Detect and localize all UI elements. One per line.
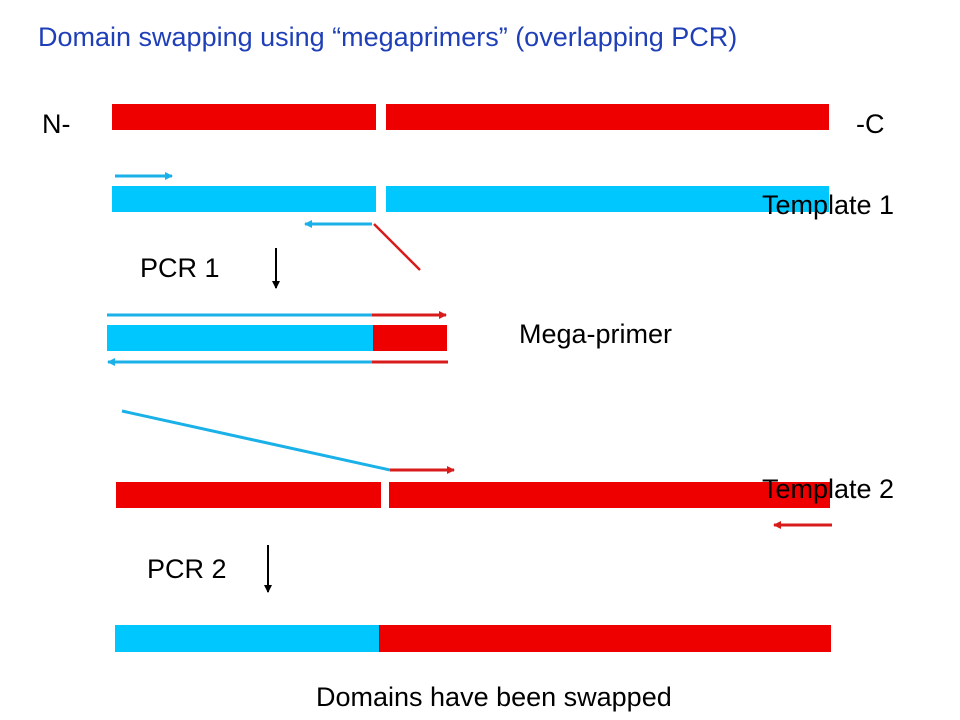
red-domain-right	[386, 104, 829, 130]
template2-domain-left	[116, 482, 381, 508]
n-terminus-label: N-	[42, 109, 71, 139]
pcr1-label: PCR 1	[140, 253, 220, 283]
result-label: Domains have been swapped	[316, 682, 672, 712]
megaprimer-label: Mega-primer	[519, 319, 673, 349]
red-template2-strand	[116, 482, 830, 508]
blue-template-strand	[112, 186, 829, 212]
reverse-chimeric-primer-tail	[373, 223, 421, 271]
pcr2-label: PCR 2	[147, 554, 227, 584]
red-domain-left	[112, 104, 376, 130]
red-template-strand	[112, 104, 829, 130]
c-terminus-label: -C	[856, 109, 885, 139]
template1-label: Template 1	[762, 190, 895, 220]
swapped-red-domain	[379, 625, 831, 652]
blue-domain-right	[386, 186, 829, 212]
template2-label: Template 2	[762, 474, 895, 504]
slide-title: Domain swapping using “megaprimers” (ove…	[38, 22, 738, 52]
blue-domain-left	[112, 186, 376, 212]
swapped-product-strand	[115, 625, 831, 652]
swapped-blue-domain	[115, 625, 379, 652]
template2-domain-right	[389, 482, 830, 508]
megaprimer-blue-part	[107, 325, 373, 351]
megaprimer-red-part	[373, 325, 447, 351]
megaprimer-annealing-tail	[121, 409, 391, 472]
megaprimer-duplex	[107, 325, 447, 351]
